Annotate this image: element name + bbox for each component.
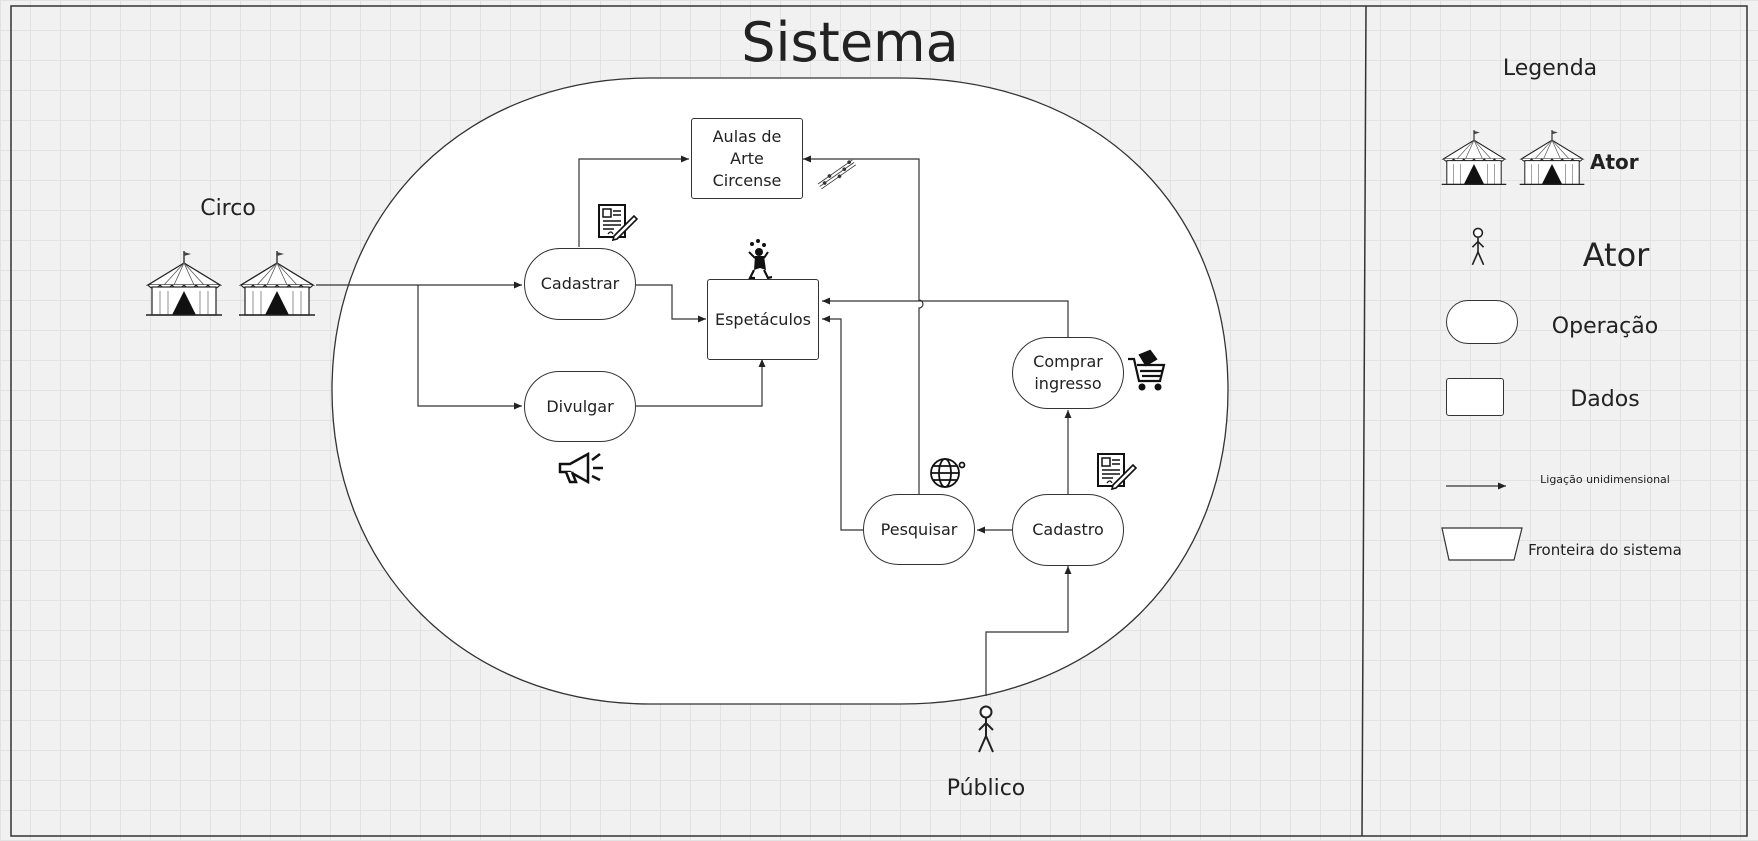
music-notes-icon <box>817 159 857 190</box>
legend-tent-icon <box>1519 129 1585 185</box>
stick-figure-icon <box>978 705 994 753</box>
legend-operation-label: Operação <box>1551 314 1659 339</box>
diagram-frame <box>10 5 1748 837</box>
circus-tent-icon <box>145 250 223 316</box>
megaphone-icon <box>558 451 603 485</box>
operation-divulgar[interactable]: Divulgar <box>524 371 636 442</box>
legend-operation-shape <box>1446 300 1518 344</box>
edge-cadastrar-espetaculos <box>636 284 706 323</box>
legend-divider <box>1361 5 1367 837</box>
actor-publico-label: Público <box>946 776 1026 801</box>
legend-link-label: Ligação unidimensional <box>1540 473 1670 486</box>
legend-boundary-shape <box>1441 527 1523 561</box>
legend-actor-tent-label: Ator <box>1590 150 1639 174</box>
actor-circo-label: Circo <box>200 196 256 221</box>
legend-stick-figure-icon <box>1471 227 1485 266</box>
operation-cadastro[interactable]: Cadastro <box>1012 494 1124 566</box>
page-title: Sistema <box>741 11 959 74</box>
legend-data-label: Dados <box>1570 387 1640 412</box>
edge-cadastrar-aulas <box>578 155 689 247</box>
legend-boundary-label: Fronteira do sistema <box>1528 541 1682 559</box>
legend-actor-person-label: Ator <box>1582 236 1650 274</box>
globe-icon <box>930 458 966 488</box>
data-espetaculos[interactable]: Espetáculos <box>707 279 819 360</box>
edge-pesquisar-espetaculos <box>822 315 863 531</box>
legend-tent-icon <box>1441 129 1507 185</box>
edge-pesquisar-aulas <box>803 155 924 494</box>
operation-pesquisar[interactable]: Pesquisar <box>863 494 975 565</box>
edge-publico-cadastro <box>985 566 1072 696</box>
legend-title: Legenda <box>1502 56 1598 81</box>
circus-tent-icon <box>238 250 316 316</box>
legend-data-shape <box>1446 378 1504 416</box>
edge-comprar-espetaculos <box>822 297 1069 337</box>
edge-divulgar-espetaculos <box>636 359 766 407</box>
juggler-icon <box>748 239 773 280</box>
system-boundary <box>331 77 1229 705</box>
shopping-cart-icon <box>1128 349 1166 391</box>
edge-circo-divulgar <box>417 285 522 410</box>
operation-comprar-ingresso[interactable]: Comprar ingresso <box>1012 337 1124 409</box>
data-aulas-de-arte-circense[interactable]: Aulas de Arte Circense <box>691 118 803 199</box>
operation-cadastrar[interactable]: Cadastrar <box>524 248 636 320</box>
